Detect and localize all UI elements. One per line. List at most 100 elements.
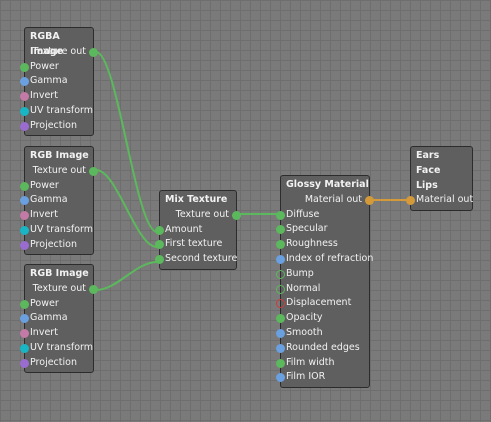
texture-out-port[interactable]: Texture out	[25, 45, 98, 60]
input-port[interactable]: Power	[20, 179, 93, 194]
port-label: Bump	[286, 267, 314, 279]
port-label: UV transform	[30, 341, 94, 353]
material-in-port[interactable]: Material out	[406, 193, 474, 208]
input-socket[interactable]	[20, 343, 29, 353]
wire-rgb1-to-first-texture	[95, 169, 158, 248]
input-port[interactable]: Projection	[20, 238, 93, 253]
material-name-lips: Lips	[416, 179, 438, 191]
texture-out-socket[interactable]	[232, 210, 241, 220]
input-socket[interactable]	[276, 299, 285, 309]
port-label: Film IOR	[286, 371, 326, 383]
port-label: Texture out	[32, 45, 86, 57]
input-socket[interactable]	[20, 181, 29, 191]
input-port[interactable]: Invert	[20, 89, 93, 104]
input-port[interactable]: Roughness	[276, 237, 369, 252]
port-label: Gamma	[30, 312, 68, 324]
input-port[interactable]: Invert	[20, 326, 93, 341]
texture-out-socket[interactable]	[89, 284, 98, 294]
input-socket[interactable]	[155, 240, 164, 250]
input-port[interactable]: Invert	[20, 208, 93, 223]
input-socket[interactable]	[276, 210, 285, 220]
material-output-node[interactable]: Ears Face Lips Material out	[406, 146, 474, 211]
input-socket[interactable]	[276, 254, 285, 264]
input-port[interactable]: First texture	[155, 237, 236, 252]
port-label: Invert	[30, 90, 58, 102]
input-port[interactable]: Opacity	[276, 311, 369, 326]
port-label: Material out	[416, 194, 474, 206]
texture-out-port[interactable]: Texture out	[25, 164, 98, 179]
input-socket[interactable]	[20, 106, 29, 116]
input-socket[interactable]	[20, 225, 29, 235]
input-socket[interactable]	[155, 255, 164, 265]
input-socket[interactable]	[20, 329, 29, 339]
port-label: UV transform	[30, 223, 94, 235]
material-in-socket[interactable]	[406, 196, 415, 206]
input-socket[interactable]	[276, 269, 285, 279]
input-socket[interactable]	[20, 121, 29, 131]
input-port[interactable]: Normal	[276, 282, 369, 297]
input-socket[interactable]	[20, 358, 29, 368]
port-label: Normal	[286, 282, 321, 294]
input-port[interactable]: Film width	[276, 356, 369, 371]
input-port[interactable]: UV transform	[20, 104, 93, 119]
input-port[interactable]: Diffuse	[276, 208, 369, 223]
input-port[interactable]: Smooth	[276, 326, 369, 341]
input-port[interactable]: Film IOR	[276, 370, 369, 385]
texture-out-socket[interactable]	[89, 166, 98, 176]
input-socket[interactable]	[276, 358, 285, 368]
input-port[interactable]: Specular	[276, 222, 369, 237]
input-socket[interactable]	[276, 314, 285, 324]
input-socket[interactable]	[20, 314, 29, 324]
port-label: Gamma	[30, 194, 68, 206]
input-socket[interactable]	[276, 240, 285, 250]
input-port[interactable]: Rounded edges	[276, 341, 369, 356]
input-port[interactable]: Projection	[20, 356, 93, 371]
input-port[interactable]: UV transform	[20, 223, 94, 238]
input-socket[interactable]	[276, 343, 285, 353]
texture-out-socket[interactable]	[89, 47, 98, 57]
input-socket[interactable]	[20, 77, 29, 87]
input-socket[interactable]	[20, 62, 29, 72]
input-port[interactable]: UV transform	[20, 341, 94, 356]
input-port[interactable]: Power	[20, 297, 93, 312]
input-socket[interactable]	[276, 373, 285, 383]
material-out-socket[interactable]	[365, 195, 374, 205]
input-port[interactable]: Gamma	[20, 193, 93, 208]
texture-out-port[interactable]: Texture out	[160, 208, 241, 223]
port-label: Projection	[30, 238, 77, 250]
material-out-port[interactable]: Material out	[281, 193, 374, 208]
input-port[interactable]: Gamma	[20, 74, 93, 89]
input-port[interactable]: Second texture	[155, 252, 237, 267]
input-port[interactable]: Power	[20, 60, 93, 75]
input-port[interactable]: Gamma	[20, 311, 93, 326]
input-port[interactable]: Projection	[20, 119, 93, 134]
input-port[interactable]: Index of refraction	[276, 252, 373, 267]
input-socket[interactable]	[276, 225, 285, 235]
texture-out-port[interactable]: Texture out	[25, 282, 98, 297]
port-label: Roughness	[286, 238, 338, 250]
port-label: Material out	[304, 193, 362, 205]
input-socket[interactable]	[20, 299, 29, 309]
input-port[interactable]: Amount	[155, 223, 236, 238]
material-name-face: Face	[416, 164, 441, 176]
input-socket[interactable]	[276, 284, 285, 294]
input-socket[interactable]	[155, 225, 164, 235]
port-label: Index of refraction	[286, 252, 374, 264]
input-port[interactable]: Displacement	[276, 296, 369, 311]
input-port[interactable]: Bump	[276, 267, 369, 282]
input-socket[interactable]	[20, 211, 29, 221]
port-label: Smooth	[286, 326, 323, 338]
input-socket[interactable]	[276, 328, 285, 338]
input-socket[interactable]	[20, 92, 29, 102]
input-socket[interactable]	[20, 240, 29, 250]
input-socket[interactable]	[20, 196, 29, 206]
port-label: First texture	[165, 238, 223, 250]
